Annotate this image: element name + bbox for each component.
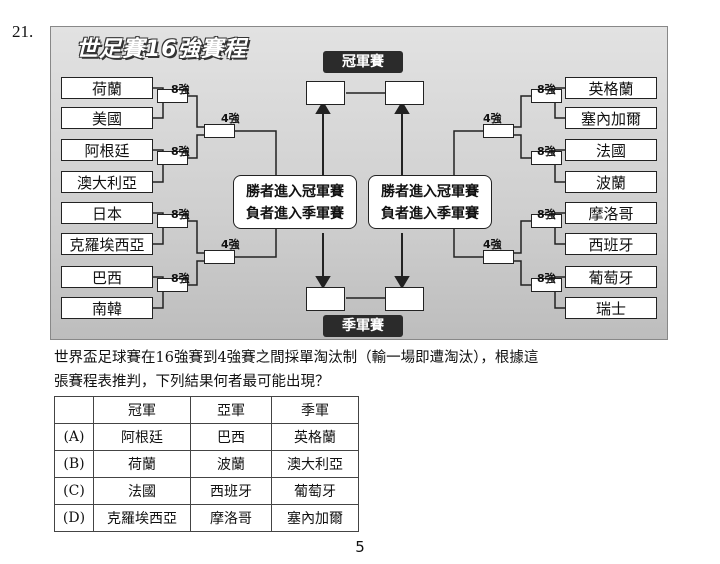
question-number: 21. [12, 22, 34, 41]
third-place-banner: 季軍賽 [323, 315, 403, 337]
option-champion: 阿根廷 [93, 423, 191, 451]
team-right-5: 摩洛哥 [565, 202, 657, 224]
bracket-diagram: 世足賽16強賽程 冠軍賽 季軍賽 勝者進入冠軍賽 負者進入季軍賽 勝者進入冠軍賽… [50, 26, 668, 340]
r8-slot-right-4 [531, 278, 562, 292]
r4-slot-right-1 [483, 124, 514, 138]
team-right-2: 塞內加爾 [565, 107, 657, 129]
r8-label: 8強 [171, 272, 190, 285]
rule-box-left: 勝者進入冠軍賽 負者進入季軍賽 [233, 175, 357, 229]
header-cell-runner-up: 亞軍 [190, 396, 272, 424]
header-cell-third: 季軍 [271, 396, 359, 424]
rule-line-2: 負者進入季軍賽 [381, 206, 479, 222]
header-cell-champion: 冠軍 [93, 396, 191, 424]
r4-label: 4強 [221, 112, 240, 125]
r8-label: 8強 [537, 208, 556, 221]
r4-slot-right-2 [483, 250, 514, 264]
r8-slot-right-3 [531, 214, 562, 228]
header-cell-blank [54, 396, 94, 424]
team-right-4: 波蘭 [565, 171, 657, 193]
team-right-1: 英格蘭 [565, 77, 657, 99]
option-label: (A) [54, 423, 94, 451]
option-row-a[interactable]: (A) 阿根廷 巴西 英格蘭 [54, 423, 359, 451]
option-runner-up: 巴西 [190, 423, 272, 451]
r4-label: 4強 [221, 238, 240, 251]
rule-box-right: 勝者進入冠軍賽 負者進入季軍賽 [368, 175, 492, 229]
final-banner: 冠軍賽 [323, 51, 403, 73]
question-line-2: 張賽程表推判，下列結果何者最可能出現？ [54, 374, 330, 390]
r8-slot-left-3 [157, 214, 188, 228]
r8-label: 8強 [171, 145, 190, 158]
team-left-8: 南韓 [61, 297, 153, 319]
team-left-2: 美國 [61, 107, 153, 129]
question-line-1: 世界盃足球賽在16強賽到4強賽之間採單淘汰制（輸一場即遭淘汰），根據這 [54, 350, 539, 366]
option-label: (B) [54, 450, 94, 478]
final-slot-right [385, 81, 424, 105]
r8-label: 8強 [537, 145, 556, 158]
team-left-3: 阿根廷 [61, 139, 153, 161]
option-label: (C) [54, 477, 94, 505]
team-right-3: 法國 [565, 139, 657, 161]
rule-line-1: 勝者進入冠軍賽 [381, 184, 479, 200]
r8-label: 8強 [537, 272, 556, 285]
option-runner-up: 摩洛哥 [190, 504, 272, 532]
third-place-slot-left [306, 287, 345, 311]
option-row-c[interactable]: (C) 法國 西班牙 葡萄牙 [54, 477, 359, 505]
team-left-4: 澳大利亞 [61, 171, 153, 193]
page-number: 5 [355, 538, 365, 556]
r8-label: 8強 [171, 208, 190, 221]
team-right-8: 瑞士 [565, 297, 657, 319]
options-header-row: 冠軍 亞軍 季軍 [54, 396, 359, 424]
r8-slot-right-1 [531, 89, 562, 103]
option-runner-up: 波蘭 [190, 450, 272, 478]
r8-slot-left-4 [157, 278, 188, 292]
options-table: 冠軍 亞軍 季軍 (A) 阿根廷 巴西 英格蘭 (B) 荷蘭 波蘭 澳大利亞 (… [54, 396, 359, 532]
team-right-6: 西班牙 [565, 233, 657, 255]
option-champion: 法國 [93, 477, 191, 505]
r4-label: 4強 [483, 238, 502, 251]
rule-line-2: 負者進入季軍賽 [246, 206, 344, 222]
team-left-1: 荷蘭 [61, 77, 153, 99]
option-third: 葡萄牙 [271, 477, 359, 505]
r8-slot-right-2 [531, 151, 562, 165]
option-champion: 克羅埃西亞 [93, 504, 191, 532]
team-left-6: 克羅埃西亞 [61, 233, 153, 255]
team-left-7: 巴西 [61, 266, 153, 288]
option-third: 塞內加爾 [271, 504, 359, 532]
team-left-5: 日本 [61, 202, 153, 224]
final-slot-left [306, 81, 345, 105]
option-third: 澳大利亞 [271, 450, 359, 478]
option-row-b[interactable]: (B) 荷蘭 波蘭 澳大利亞 [54, 450, 359, 478]
third-place-slot-right [385, 287, 424, 311]
r8-slot-left-2 [157, 151, 188, 165]
option-label: (D) [54, 504, 94, 532]
rule-line-1: 勝者進入冠軍賽 [246, 184, 344, 200]
question-text: 世界盃足球賽在16強賽到4強賽之間採單淘汰制（輸一場即遭淘汰），根據這 張賽程表… [54, 346, 674, 394]
option-row-d[interactable]: (D) 克羅埃西亞 摩洛哥 塞內加爾 [54, 504, 359, 532]
option-third: 英格蘭 [271, 423, 359, 451]
r8-label: 8強 [537, 83, 556, 96]
r4-slot-left-2 [204, 250, 235, 264]
option-champion: 荷蘭 [93, 450, 191, 478]
r4-label: 4強 [483, 112, 502, 125]
bracket-lines [153, 87, 565, 309]
team-right-7: 葡萄牙 [565, 266, 657, 288]
r4-slot-left-1 [204, 124, 235, 138]
option-runner-up: 西班牙 [190, 477, 272, 505]
r8-label: 8強 [171, 83, 190, 96]
r8-slot-left-1 [157, 89, 188, 103]
bracket-title: 世足賽16強賽程 [76, 37, 247, 62]
